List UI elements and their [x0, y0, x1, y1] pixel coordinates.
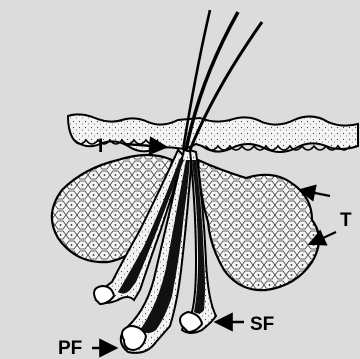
right-gland: [198, 160, 319, 290]
label-tubule: T: [340, 210, 352, 231]
label-isthmus: I: [98, 136, 103, 157]
label-secondary-follicle: SF: [250, 314, 274, 335]
label-primary-follicle: PF: [58, 338, 82, 359]
bulb-primary-follicle: [122, 326, 146, 350]
